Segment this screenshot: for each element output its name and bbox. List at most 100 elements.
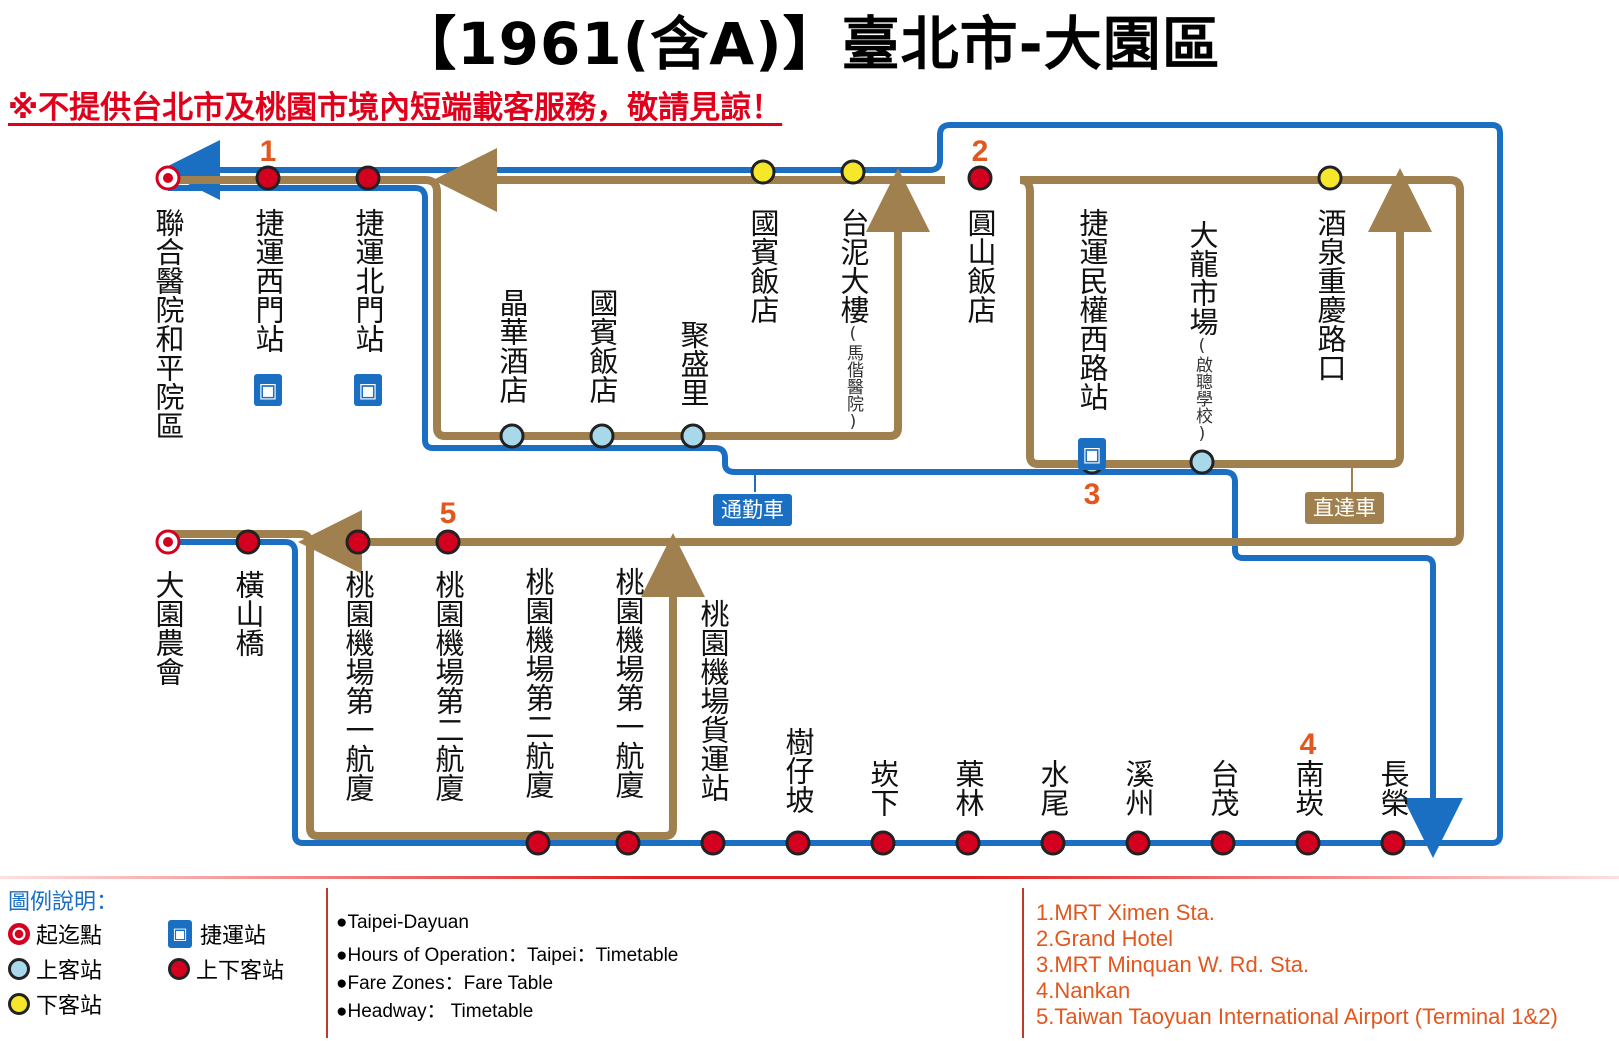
- top-stop-dot-5: [680, 423, 706, 449]
- bottom-stop-label-0: 大園農會: [151, 570, 185, 686]
- top-stop-name-7: 台泥大樓: [836, 208, 870, 324]
- top-stop-name-1: 捷運西門站: [251, 208, 285, 353]
- bottom-stop-label-1: 橫山橋: [231, 570, 265, 657]
- bottom-stop-name-8: 崁下: [866, 759, 900, 817]
- info-line-4: ●Headway： Timetable: [336, 1001, 534, 1022]
- top-stop-dot-4: [589, 423, 615, 449]
- bottom-stop-dot-6: [700, 830, 726, 856]
- bottom-stop-name-7: 樹仔坡: [781, 727, 815, 814]
- top-stop-label-11: 酒泉重慶路口: [1313, 208, 1347, 382]
- legend-board-label: 上客站: [36, 959, 103, 984]
- legend-separator-1: [326, 888, 328, 1038]
- top-stop-name-5: 聚盛里: [676, 320, 710, 407]
- legend-board: 上客站: [8, 953, 102, 985]
- top-mrt-icon-2: ▣: [354, 374, 382, 406]
- top-stop-name-10: 大龍市場: [1185, 220, 1219, 336]
- info-line-3: ●Fare Zones：Fare Table: [336, 973, 554, 994]
- top-stop-label-7: 台泥大樓(馬偕醫院): [836, 208, 870, 432]
- bottom-stop-name-0: 大園農會: [151, 570, 185, 686]
- express-tag: 直達車: [1305, 492, 1384, 524]
- bottom-stop-dot-14: [1380, 830, 1406, 856]
- top-stop-dot-7: [840, 159, 866, 185]
- commute-route-line-2: [168, 185, 1463, 858]
- bottom-stop-name-11: 溪州: [1121, 759, 1155, 817]
- bottom-stop-name-2: 桃園機場第一航廈: [341, 570, 375, 802]
- top-stop-dot-6: [750, 159, 776, 185]
- bottom-stop-dot-8: [870, 830, 896, 856]
- english-stop-3: 3.MRT Minquan W. Rd. Sta.: [1036, 952, 1310, 977]
- bottom-stop-label-4: 桃園機場第二航廈: [521, 567, 555, 799]
- top-stop-label-8: 圓山飯店: [963, 208, 997, 324]
- bottom-stop-label-7: 樹仔坡: [781, 727, 815, 814]
- info-line-2: ●Hours of Operation：Taipei：Timetable: [336, 945, 679, 966]
- top-stop-name-3: 晶華酒店: [495, 288, 529, 404]
- route-map: [155, 122, 1503, 858]
- bottom-stop-label-13: 南崁: [1291, 759, 1325, 817]
- top-mrt-icon-9: ▣: [1078, 438, 1106, 470]
- top-stop-dot-8: [967, 165, 993, 191]
- board-dot-icon: [8, 958, 30, 980]
- bottom-stop-number-3: 5: [439, 497, 457, 530]
- bottom-stop-label-11: 溪州: [1121, 759, 1155, 817]
- top-stop-name-9: 捷運民權西路站: [1075, 208, 1109, 411]
- bottom-stop-name-9: 菓林: [951, 759, 985, 817]
- bottom-stop-label-8: 崁下: [866, 759, 900, 817]
- top-stop-number-8: 2: [971, 135, 989, 168]
- bottom-stop-name-3: 桃園機場第二航廈: [431, 570, 465, 802]
- bottom-stop-label-10: 水尾: [1036, 759, 1070, 817]
- top-stop-label-6: 國賓飯店: [746, 208, 780, 324]
- bottom-stop-number-13: 4: [1299, 728, 1317, 761]
- bottom-stop-name-6: 桃園機場貨運站: [696, 599, 730, 802]
- bottom-stop-dot-7: [785, 830, 811, 856]
- legend-alight: 下客站: [8, 988, 102, 1020]
- bottom-stop-label-12: 台茂: [1206, 759, 1240, 817]
- bottom-stop-dot-5: [615, 830, 641, 856]
- mrt-icon: ▣: [168, 920, 192, 948]
- bottom-stop-dot-13: [1295, 830, 1321, 856]
- top-stop-name-6: 國賓飯店: [746, 208, 780, 324]
- top-stop-dot-3: [499, 423, 525, 449]
- english-stop-1: 1.MRT Ximen Sta.: [1036, 900, 1215, 925]
- legend-both-label: 上下客站: [196, 959, 285, 984]
- bottom-stop-dot-11: [1125, 830, 1151, 856]
- top-stop-label-9: 捷運民權西路站: [1075, 208, 1109, 411]
- top-stop-dot-10: [1189, 449, 1215, 475]
- top-stop-label-4: 國賓飯店: [585, 288, 619, 404]
- legend-mrt: ▣ 捷運站: [168, 918, 266, 950]
- top-stop-label-1: 捷運西門站: [251, 208, 285, 353]
- top-stop-number-9: 3: [1083, 478, 1101, 511]
- bottom-stop-name-13: 南崁: [1291, 759, 1325, 817]
- top-stop-name-2: 捷運北門站: [351, 208, 385, 353]
- legend-terminal-label: 起迄點: [36, 924, 103, 949]
- bottom-stop-name-12: 台茂: [1206, 759, 1240, 817]
- english-stop-5: 5.Taiwan Taoyuan International Airport (…: [1036, 1004, 1558, 1029]
- commute-route-line-3: [168, 539, 1440, 846]
- english-stop-2: 2.Grand Hotel: [1036, 926, 1173, 951]
- bottom-terminal-core-0: [163, 537, 173, 547]
- top-stop-sub-7: (馬偕醫院): [843, 324, 863, 432]
- bottom-stop-label-6: 桃園機場貨運站: [696, 599, 730, 802]
- bottom-stop-label-5: 桃園機場第一航廈: [611, 567, 645, 799]
- bottom-stop-dot-4: [525, 830, 551, 856]
- both-dot-icon: [168, 958, 190, 980]
- notice-banner: ※不提供台北市及桃園市境內短端載客服務，敬請見諒！: [8, 90, 783, 126]
- legend-alight-label: 下客站: [36, 994, 103, 1019]
- top-terminal-core-0: [163, 173, 173, 183]
- commute-tag: 通勤車: [713, 494, 792, 526]
- bottom-stop-label-14: 長榮: [1376, 759, 1410, 817]
- legend-title: 圖例說明：: [8, 890, 119, 915]
- bottom-stop-name-5: 桃園機場第一航廈: [611, 567, 645, 799]
- info-line-1: ●Taipei-Dayuan: [336, 912, 469, 933]
- legend-both: 上下客站: [168, 953, 284, 985]
- top-mrt-icon-1: ▣: [254, 374, 282, 406]
- commute-route-line: [160, 122, 1503, 846]
- bottom-stop-dot-3: [435, 529, 461, 555]
- bottom-stop-dot-9: [955, 830, 981, 856]
- bottom-stop-dot-1: [235, 529, 261, 555]
- top-stop-number-1: 1: [259, 135, 277, 168]
- legend-separator-2: [1022, 888, 1024, 1038]
- top-stop-label-2: 捷運北門站: [351, 208, 385, 353]
- bottom-stop-label-3: 桃園機場第二航廈: [431, 570, 465, 802]
- bottom-stop-dot-2: [345, 529, 371, 555]
- top-stop-sub-10: (啟聰學校): [1192, 336, 1212, 444]
